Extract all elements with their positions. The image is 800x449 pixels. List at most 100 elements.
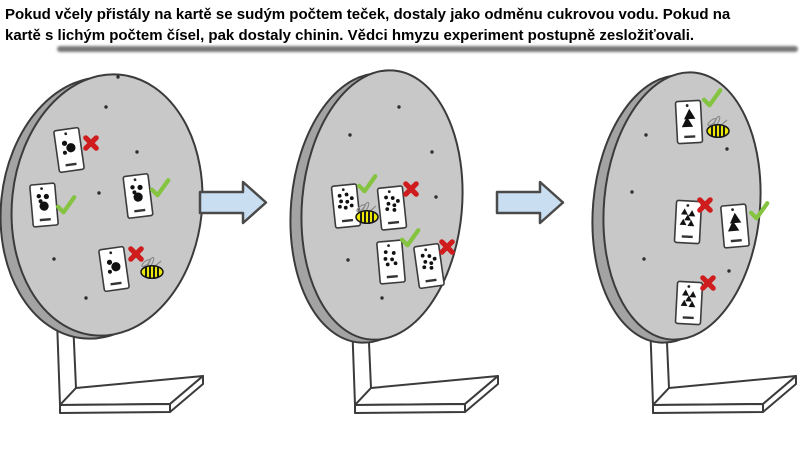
card-hanging-hole [40, 187, 43, 191]
card-dot [343, 205, 348, 210]
card-dot [432, 256, 437, 261]
disk-hole [644, 133, 648, 137]
check-stroke [356, 174, 378, 194]
bee-icon [706, 115, 730, 139]
card-landing-strip [110, 281, 122, 286]
card-dot [384, 195, 388, 200]
stimulus-card [53, 126, 85, 174]
check-icon [748, 201, 770, 221]
disk-hole [348, 133, 352, 137]
card-landing-strip [682, 316, 694, 320]
card-triangle [681, 116, 694, 128]
stimulus-card [122, 173, 154, 219]
card-dot [420, 253, 425, 258]
stand-base-front [652, 403, 764, 414]
disk-hole [97, 191, 101, 195]
disk-hole [116, 75, 120, 79]
stimulus-card [674, 280, 704, 326]
card-triangle [688, 210, 696, 217]
stimulus-card [330, 183, 362, 229]
card-dot [337, 204, 342, 209]
card-triangle [688, 300, 696, 308]
bee-icon [355, 201, 379, 225]
disk-hole [104, 105, 108, 109]
card-face [376, 239, 406, 285]
experiment-stage-3 [591, 71, 797, 414]
card-triangle [684, 214, 692, 221]
card-face [673, 199, 703, 245]
card-triangle [680, 299, 688, 307]
card-landing-strip [65, 162, 77, 167]
card-dot [386, 201, 391, 206]
check-stroke [748, 201, 770, 221]
card-landing-strip [425, 278, 437, 283]
card-hanging-hole [424, 248, 428, 252]
bee-body [140, 264, 164, 280]
cross-icon [403, 181, 419, 197]
disk-hole [630, 190, 634, 194]
card-landing-strip [681, 235, 693, 239]
card-triangle [685, 295, 693, 302]
card-hanging-hole [731, 208, 734, 212]
cross-icon [439, 239, 455, 255]
card-dot [422, 265, 427, 270]
stand-base-end [464, 375, 499, 413]
check-stroke [399, 228, 421, 248]
check-icon [701, 88, 723, 108]
stand-base-end [169, 375, 204, 413]
card-hanging-hole [109, 251, 113, 255]
card-dot [395, 199, 400, 203]
card-dot [392, 203, 397, 208]
card-triangle [684, 108, 696, 120]
card-triangle [687, 219, 695, 227]
stand-base-front [354, 403, 466, 414]
card-landing-strip [341, 218, 354, 223]
card-dot [383, 250, 388, 255]
card-landing-strip [39, 217, 51, 222]
card-triangle [679, 218, 687, 226]
cross-stroke [83, 135, 99, 151]
card-dot [36, 193, 42, 199]
card-triangle [689, 291, 697, 298]
card-hanging-hole [64, 132, 68, 136]
card-dot [390, 196, 395, 200]
card-dot [107, 269, 112, 274]
bee-body [706, 123, 730, 139]
card-dot [429, 265, 434, 270]
stand-base-front [59, 403, 171, 414]
card-triangle [727, 220, 740, 232]
check-icon [55, 195, 77, 215]
card-dot [427, 254, 432, 258]
disk-hole [725, 147, 729, 151]
disk-hole [434, 195, 438, 199]
disk-hole [84, 296, 88, 300]
stimulus-card [98, 245, 130, 293]
caption-line-1: Pokud včely přistály na kartě se sudým p… [5, 6, 731, 23]
card-dot [345, 199, 350, 204]
card-dot [349, 203, 354, 208]
card-dot [423, 259, 428, 264]
disk-hole [397, 105, 401, 109]
card-hanging-hole [341, 188, 345, 192]
cross-icon [697, 197, 713, 213]
card-dot [133, 192, 143, 202]
card-dot [39, 201, 49, 211]
check-icon [399, 228, 421, 248]
card-dot [392, 208, 397, 212]
card-dot [339, 199, 343, 204]
cross-icon [83, 135, 99, 151]
cross-icon [128, 246, 144, 262]
block-arrow-right [198, 180, 268, 225]
card-landing-strip [134, 208, 146, 213]
divider-streak [57, 46, 798, 52]
card-landing-strip [387, 220, 400, 225]
card-dot [106, 259, 113, 265]
card-triangle [682, 289, 689, 296]
card-dot [393, 261, 398, 266]
card-dot [132, 190, 137, 195]
arrow-stage-1-to-2 [198, 180, 268, 225]
card-dot [337, 193, 342, 198]
experiment-stage-2 [289, 69, 499, 414]
card-hanging-hole [687, 285, 691, 288]
check-stroke [149, 178, 171, 198]
